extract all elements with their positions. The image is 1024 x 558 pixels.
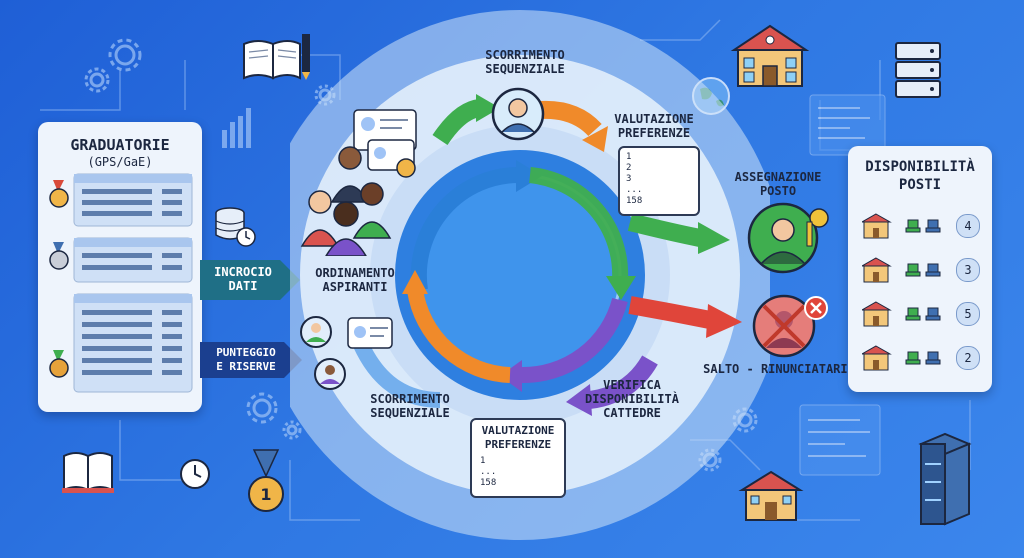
pen-icon [302, 34, 310, 80]
medal-icon: 1 [248, 449, 284, 512]
preference-rank: ... [480, 467, 497, 477]
posti-row [860, 300, 982, 330]
preference-rank: 3 [626, 174, 632, 184]
school-icon [860, 301, 941, 327]
book-icon [243, 40, 301, 80]
school-icon [738, 470, 804, 521]
posti-row [860, 256, 982, 286]
preference-rank: 158 [480, 478, 497, 488]
assegnazione-icon [747, 202, 829, 274]
preference-rank: 1 [480, 456, 486, 466]
preference-rank: 2 [626, 163, 632, 173]
aspiranti-small [300, 316, 393, 390]
preferenze-card-bottom: VALUTAZIONE PREFERENZE 1...158 [470, 418, 566, 498]
medal-icon [49, 180, 69, 378]
server-icon [918, 432, 972, 526]
aspiranti-group [300, 109, 417, 256]
posti-count-badge: 5 [956, 302, 980, 326]
incrocio-arrow [200, 260, 300, 300]
punteggio-label: PUNTEGGIO E RISERVE [216, 346, 276, 373]
verifica-label: VERIFICA DISPONIBILITÀ CATTEDRE [585, 378, 679, 420]
graduatorie-title: GRADUATORIE [70, 136, 170, 154]
scorrimento-bottom-label: SCORRIMENTO SEQUENZIALE [370, 392, 450, 420]
person-icon [491, 87, 545, 141]
valutazione-top-label: VALUTAZIONE PREFERENZE [614, 112, 694, 140]
rinunciatario-icon [752, 294, 828, 358]
incrocio-label: INCROCIO DATI [214, 265, 272, 293]
assegnazione-label: ASSEGNAZIONE POSTO [734, 170, 822, 198]
preference-rank: 1 [626, 152, 632, 162]
clock-icon [180, 459, 210, 489]
salto-label: SALTO - RINUNCIATARIO [703, 362, 855, 376]
graduatorie-subtitle: (GPS/GaE) [87, 155, 153, 169]
posti-row [860, 344, 982, 374]
valutazione-bottom-label: VALUTAZIONE PREFERENZE [481, 424, 555, 451]
cross-icon [804, 296, 828, 320]
posti-count-badge: 3 [956, 258, 980, 282]
table-3 [73, 293, 193, 393]
scorrimento-top-label: SCORRIMENTO SEQUENZIALE [485, 48, 565, 76]
svg-text:1: 1 [260, 485, 271, 504]
graduatorie-tables [49, 173, 193, 393]
book-icon [62, 452, 114, 493]
posti-count-badge: 4 [956, 214, 980, 238]
school-icon [860, 257, 941, 283]
table-1 [73, 173, 193, 227]
punteggio-arrow [200, 342, 302, 378]
school-icon [860, 345, 941, 371]
table-2 [73, 237, 193, 283]
database-icon [215, 207, 256, 247]
server-icon [895, 42, 941, 98]
posti-count-badge: 2 [956, 346, 980, 370]
disponibilita-title: DISPONIBILITÀ POSTI [865, 159, 975, 193]
ordinamento-label: ORDINAMENTO ASPIRANTI [315, 266, 395, 294]
preference-rank: 158 [626, 196, 643, 206]
school-icon [860, 213, 941, 239]
preference-rank: ... [626, 185, 643, 195]
school-icon [730, 24, 810, 87]
posti-row [860, 212, 982, 242]
key-icon [806, 208, 829, 247]
